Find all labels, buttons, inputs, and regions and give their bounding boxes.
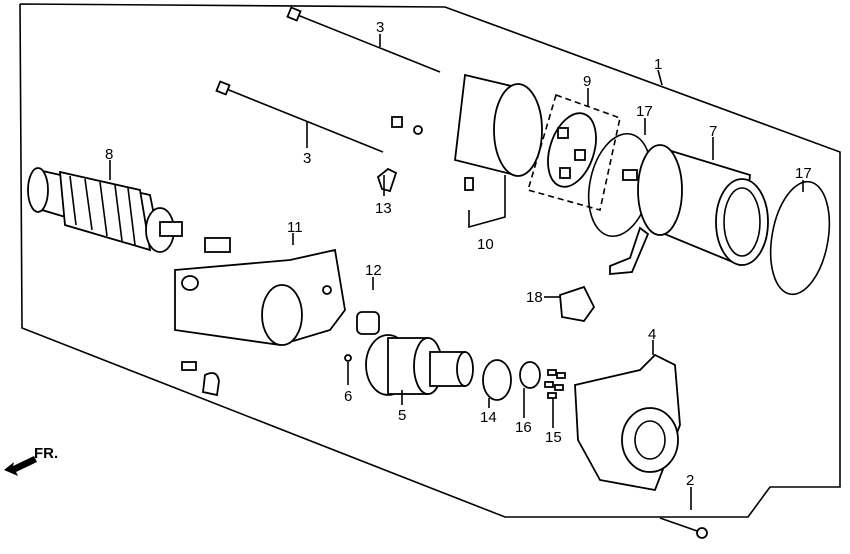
front-direction-indicator: FR. <box>4 445 58 476</box>
callout-5: 5 <box>398 407 406 424</box>
callout-6: 6 <box>344 388 352 405</box>
callout-3-lower: 3 <box>303 150 311 167</box>
callout-7: 7 <box>709 123 717 140</box>
callout-9: 9 <box>583 73 591 90</box>
bracket-and-bolt <box>181 361 220 397</box>
callout-15: 15 <box>545 429 562 446</box>
callout-12: 12 <box>365 262 382 279</box>
arrow-left-down-icon <box>4 456 37 476</box>
overrunning-clutch <box>365 334 474 396</box>
callout-11: 11 <box>287 219 303 236</box>
callout-13: 13 <box>375 200 392 217</box>
rear-cover <box>376 73 543 193</box>
brush-holder-assembly <box>527 93 621 211</box>
gear-housing <box>174 237 346 346</box>
contact-plate <box>559 285 596 322</box>
rollers <box>544 369 566 399</box>
callout-17-front: 17 <box>636 103 653 120</box>
callout-14: 14 <box>480 409 497 426</box>
callout-10: 10 <box>477 236 494 253</box>
callout-4: 4 <box>648 326 656 343</box>
callout-18: 18 <box>526 289 543 306</box>
pinion-retainer <box>519 361 541 389</box>
armature <box>27 167 183 253</box>
callout-1: 1 <box>654 56 662 73</box>
callout-8: 8 <box>105 146 113 163</box>
assembly-frame <box>19 3 841 518</box>
callout-3-upper: 3 <box>376 19 384 36</box>
callout-16: 16 <box>515 419 532 436</box>
callout-17-rear: 17 <box>795 165 812 182</box>
through-bolt-upper <box>286 6 441 73</box>
leader-lines <box>109 34 804 510</box>
through-bolt-lower <box>215 80 384 153</box>
o-ring-rear <box>769 180 831 296</box>
idler-gear <box>356 311 380 335</box>
yoke-assembly <box>609 144 769 275</box>
mounting-bolt <box>659 517 708 539</box>
pinion-gear <box>482 359 512 401</box>
drive-end-housing <box>574 353 681 492</box>
front-label: FR. <box>34 445 58 462</box>
steel-ball <box>344 354 352 362</box>
callout-2: 2 <box>686 472 694 489</box>
